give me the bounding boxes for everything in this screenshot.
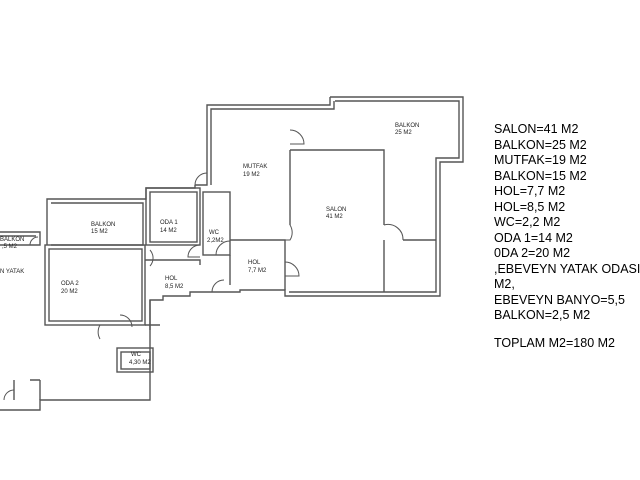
balkon-left-wall [0,231,41,246]
room-name-balkon-top: BALKON [395,123,419,129]
left-wall [13,379,41,400]
room-area-balkon-mid: 15 M2 [91,229,108,235]
room-name-hol1: HOL [248,260,261,266]
outer-wall-inner [289,100,460,293]
wc1-wall [202,191,231,256]
hol2-wall [145,259,201,330]
door-swing [187,244,201,258]
area-line: HOL=7,7 M2 [494,184,566,198]
wc2-wall [116,347,154,373]
door-swing [194,172,208,186]
total-area: TOPLAM M2=180 M2 [494,335,616,350]
oda1-inner [149,191,198,243]
room-name-wc2: WC [131,352,142,358]
door-swing [149,249,154,267]
door-swing [29,236,39,246]
room-name-salon: SALON [326,207,346,213]
door-swing [3,389,15,401]
room-area-wc2: 4,30 M2 [129,360,151,366]
walls [0,96,464,411]
room-name-oda1: ODA 1 [160,220,178,226]
room-name-yatak-left: N YATAK [0,269,24,275]
area-line: ,EBEVEYN YATAK ODASI [494,261,640,276]
area-line: 0DA 2=20 M2 [494,246,571,260]
area-line: WC=2,2 M2 [494,215,561,229]
door-swing [276,224,293,241]
upper-left-wall [195,97,331,186]
upper-left-wall-inner [210,101,335,185]
salon-wall [289,149,385,292]
area-line: EBEVEYN BANYO=5,5 [494,292,625,307]
oda1-wall [145,187,201,246]
area-summary: SALON=41 M2 BALKON=25 M2 MUTFAK=19 M2 BA… [494,122,640,351]
room-area-balkon-left: ,5 M2 [2,244,18,250]
area-line: M2, [494,277,515,291]
oda2-inner [48,248,143,322]
room-labels: BALKON 25 M2 MUTFAK 19 M2 SALON 41 M2 BA… [0,123,419,366]
area-line: SALON=41 M2 [494,122,579,136]
area-line: ODA 1=14 M2 [494,230,573,245]
area-line: BALKON=15 M2 [494,168,587,183]
room-name-mutfak: MUTFAK [243,164,267,170]
room-area-salon: 41 M2 [326,214,343,220]
oda2-wall [44,244,146,326]
door-swing [97,324,101,340]
room-area-wc1: 2,2M2 [207,238,224,244]
room-name-oda2: ODA 2 [61,281,79,287]
room-name-balkon-mid: BALKON [91,222,115,228]
door-swing [289,129,305,145]
wc2-inner [120,351,151,370]
door-swing [211,279,225,293]
room-area-balkon-top: 25 M2 [395,130,412,136]
outer-wall [0,96,464,411]
room-name-wc1: WC [209,230,220,236]
area-line: BALKON=2,5 M2 [494,308,591,322]
area-line: HOL=8,5 M2 [494,199,566,214]
room-area-mutfak: 19 M2 [243,172,260,178]
door-swing [284,261,300,277]
door-swing [119,314,133,328]
room-name-balkon-left: BALKON [0,237,24,243]
door-swing [383,223,404,241]
doors [3,129,404,401]
room-area-oda2: 20 M2 [61,289,78,295]
room-area-hol2: 8,5 M2 [165,284,184,290]
room-area-hol1: 7,7 M2 [248,268,267,274]
balkon-mid-wall [46,185,196,245]
area-line: BALKON=25 M2 [494,137,587,152]
room-name-hol2: HOL [165,276,178,282]
door-swing [215,240,231,256]
area-line: MUTFAK=19 M2 [494,153,587,167]
room-area-oda1: 14 M2 [160,228,177,234]
spacer [494,324,640,336]
